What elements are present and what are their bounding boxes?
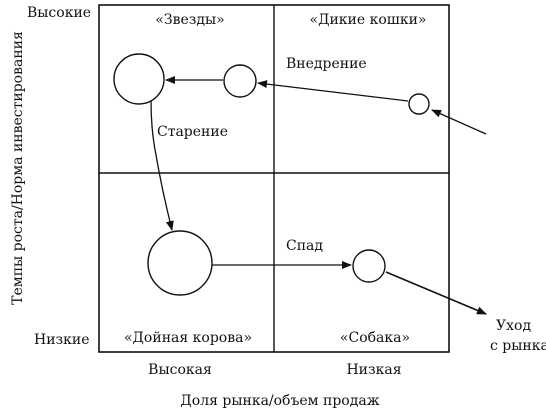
growing-product-circle — [223, 64, 257, 98]
exit-label-line2: с рынка — [490, 338, 546, 354]
quadrant-cash-cow-label: «Дойная корова» — [123, 330, 253, 346]
decline-label: Спад — [286, 238, 324, 254]
exit-arrow — [385, 271, 487, 315]
aging-arrow — [150, 100, 174, 231]
x-axis-title: Доля рынка/объем продаж — [180, 393, 380, 409]
entering-product-circle — [408, 93, 430, 115]
x-axis-low-label: Низкая — [346, 362, 402, 378]
y-axis-high-label: Высокие — [27, 5, 92, 21]
y-axis-title: Темпы роста/Норма инвестирования — [10, 31, 26, 305]
cash-cow-product-circle — [147, 230, 213, 296]
entry-arrow — [431, 109, 487, 135]
quadrant-dog-label: «Собака» — [339, 330, 411, 346]
aging-label: Старение — [157, 124, 228, 140]
introduction-label: Внедрение — [286, 56, 367, 72]
dog-product-circle — [352, 249, 386, 283]
star-product-circle — [113, 53, 165, 105]
exit-label-line1: Уход — [496, 318, 532, 334]
y-axis-low-label: Низкие — [34, 332, 90, 348]
quadrant-wildcats-label: «Дикие кошки» — [309, 12, 427, 28]
quadrant-stars-label: «Звезды» — [155, 12, 225, 28]
x-axis-high-label: Высокая — [148, 362, 212, 378]
introduction-arrow — [257, 80, 409, 102]
